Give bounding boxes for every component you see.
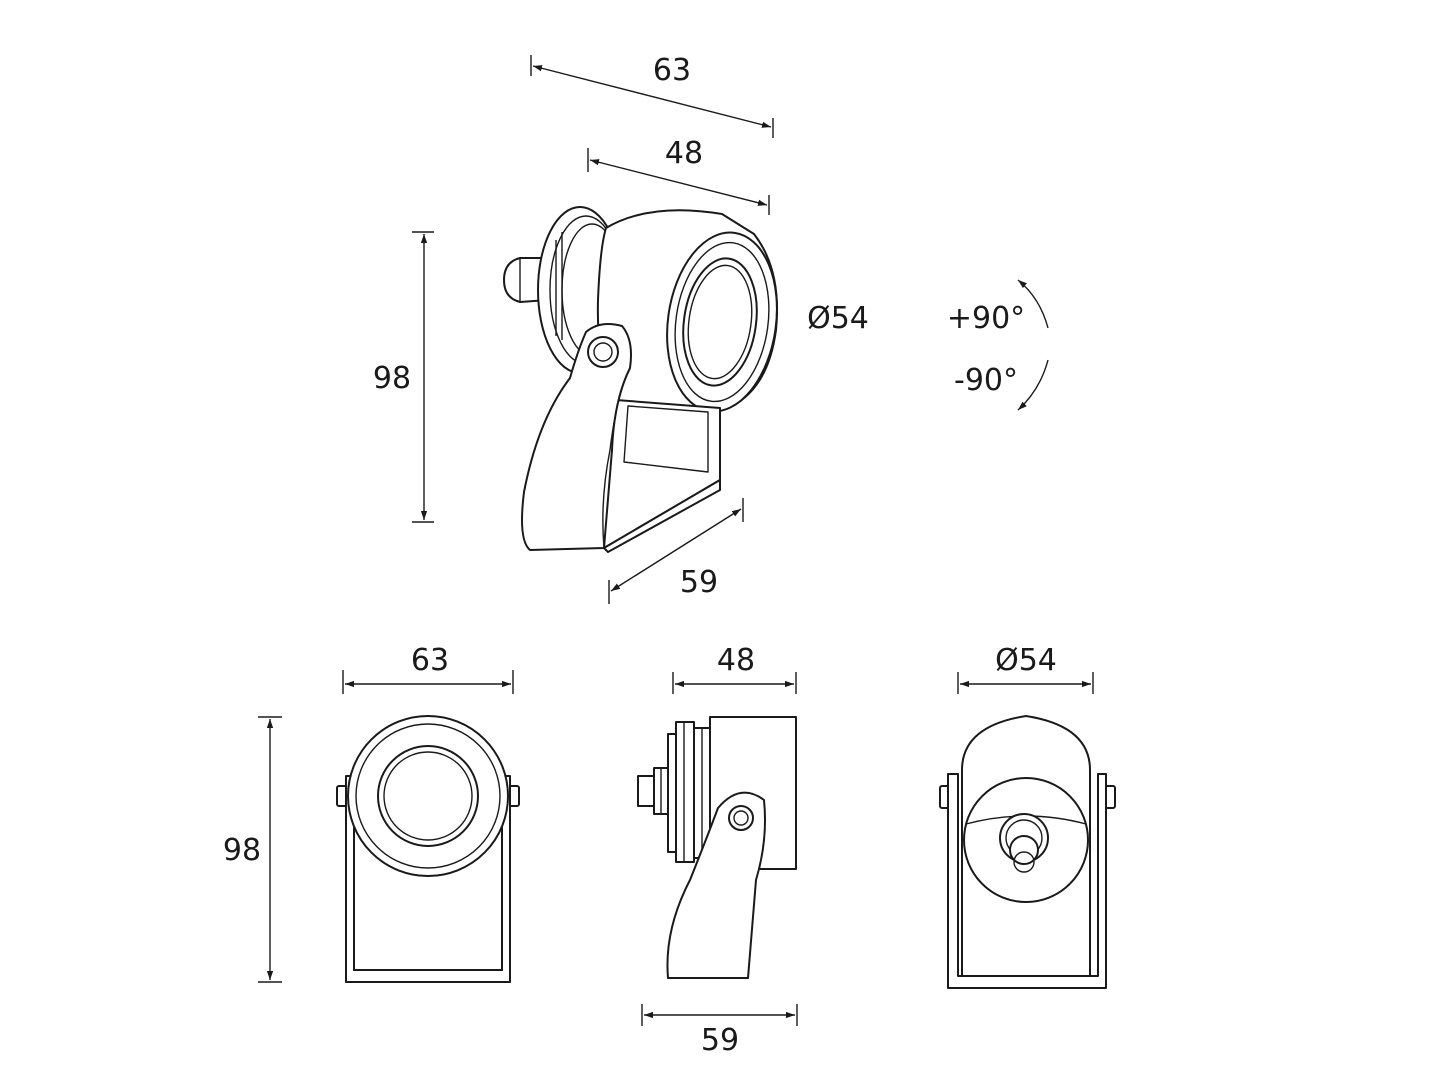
side-dimension-base-depth: 59 <box>641 1004 798 1058</box>
iso-dimension-body-length: 48 <box>587 136 770 215</box>
tilt-down-label: -90° <box>954 363 1018 398</box>
iso-dim-98-label: 98 <box>373 361 411 396</box>
tilt-indicator: +90° -90° <box>947 279 1049 411</box>
iso-dim-63-label: 63 <box>653 53 691 88</box>
tilt-down-arrow-icon <box>1017 359 1049 411</box>
front-dimension-width: 63 <box>342 643 514 694</box>
front-view: 63 98 <box>223 643 520 983</box>
rear-view: Ø54 <box>939 643 1116 989</box>
iso-dimension-height: 98 <box>373 231 434 523</box>
tilt-up-arrow-icon <box>1017 279 1049 329</box>
iso-dim-diameter-label: Ø54 <box>807 301 869 336</box>
front-dimension-height: 98 <box>223 716 282 983</box>
isometric-view: 63 48 98 59 Ø54 +90° -90° <box>373 53 1049 604</box>
iso-spotlight-illustration <box>503 206 779 553</box>
rear-dimension-diameter: Ø54 <box>957 643 1094 694</box>
iso-dim-48-label: 48 <box>665 136 703 171</box>
front-spotlight-illustration <box>336 715 520 983</box>
rear-spotlight-illustration <box>939 715 1116 989</box>
front-dim-63-label: 63 <box>411 643 449 678</box>
side-spotlight-illustration <box>637 716 797 979</box>
front-dim-98-label: 98 <box>223 833 261 868</box>
rear-dim-diameter-label: Ø54 <box>995 643 1057 678</box>
side-view: 48 59 <box>637 643 798 1058</box>
iso-dimension-overall-width: 63 <box>530 53 774 138</box>
iso-dim-59-label: 59 <box>680 565 718 600</box>
tilt-up-label: +90° <box>947 301 1025 336</box>
side-dimension-body-length: 48 <box>672 643 797 694</box>
side-dim-48-label: 48 <box>717 643 755 678</box>
side-dim-59-label: 59 <box>701 1023 739 1058</box>
iso-dimension-base-depth: 59 <box>608 498 744 604</box>
